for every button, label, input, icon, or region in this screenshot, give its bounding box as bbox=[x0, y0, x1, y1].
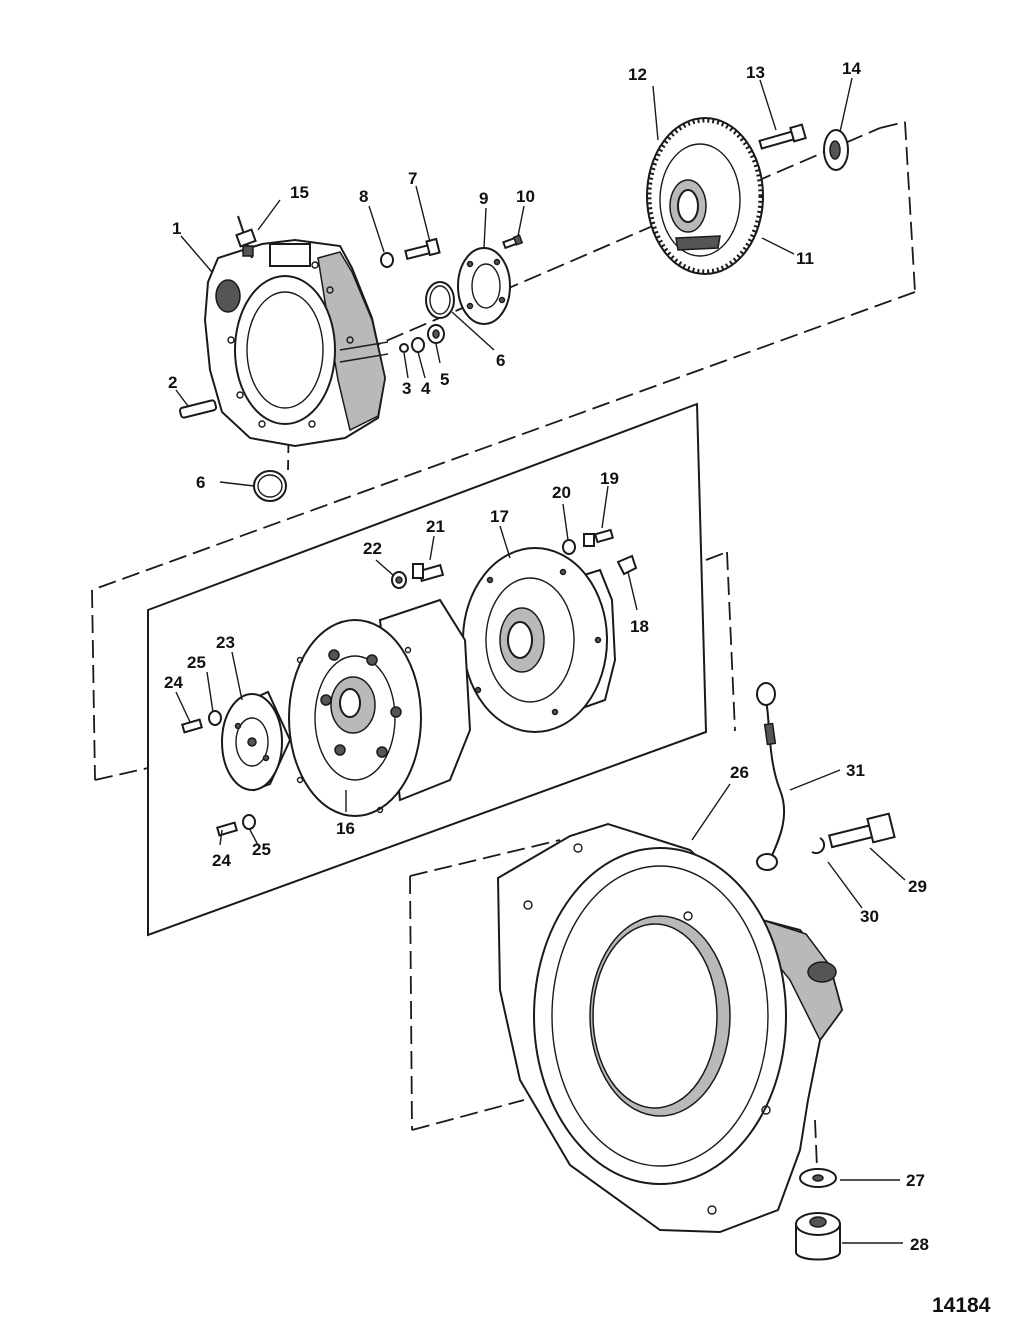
callout-5: 5 bbox=[440, 370, 449, 389]
temperature-sensor bbox=[235, 215, 257, 259]
screw bbox=[502, 234, 524, 250]
bell-housing bbox=[496, 822, 844, 1234]
callout-11: 11 bbox=[796, 249, 814, 268]
washer-nut-stack bbox=[399, 324, 445, 353]
o-ring-lower bbox=[253, 470, 287, 502]
stud bbox=[178, 399, 218, 419]
callout-6-upper: 6 bbox=[496, 351, 505, 370]
coupler-plate bbox=[288, 598, 472, 817]
figure-number: 14184 bbox=[932, 1294, 991, 1317]
callout-3: 3 bbox=[402, 379, 411, 398]
ground-strap bbox=[756, 682, 786, 871]
callout-6-lower: 6 bbox=[196, 473, 205, 492]
callout-25-upper: 25 bbox=[187, 653, 206, 672]
callout-19: 19 bbox=[600, 469, 619, 488]
gasket-panel-outline bbox=[147, 402, 708, 937]
seal-plate bbox=[457, 247, 511, 325]
callout-31: 31 bbox=[846, 761, 865, 780]
callout-13: 13 bbox=[746, 63, 765, 82]
callout-2: 2 bbox=[168, 373, 177, 392]
callout-28: 28 bbox=[910, 1235, 929, 1254]
coupler-fasteners bbox=[181, 528, 638, 837]
rubber-mount bbox=[795, 1212, 841, 1261]
pilot-bearing bbox=[823, 129, 849, 171]
callout-18: 18 bbox=[630, 617, 649, 636]
callout-21: 21 bbox=[426, 517, 445, 536]
flywheel-bolt bbox=[758, 123, 807, 150]
callout-24-upper: 24 bbox=[164, 673, 183, 692]
callout-24-lower: 24 bbox=[212, 851, 231, 870]
callout-9: 9 bbox=[479, 189, 488, 208]
callout-1: 1 bbox=[172, 219, 181, 238]
callout-12: 12 bbox=[628, 65, 647, 84]
callout-17: 17 bbox=[490, 507, 509, 526]
flywheel-housing bbox=[203, 238, 389, 448]
callout-8: 8 bbox=[359, 187, 368, 206]
flywheel bbox=[646, 117, 764, 275]
callout-22: 22 bbox=[363, 539, 382, 558]
callout-4: 4 bbox=[421, 379, 431, 398]
callout-7: 7 bbox=[408, 169, 417, 188]
bolt-and-washer bbox=[380, 237, 441, 268]
callout-16: 16 bbox=[336, 819, 355, 838]
callout-15: 15 bbox=[290, 183, 309, 202]
callout-labels: 1 2 3 4 5 6 6 7 8 9 10 11 12 13 14 15 16… bbox=[164, 59, 929, 1254]
callout-23: 23 bbox=[216, 633, 235, 652]
callout-10: 10 bbox=[516, 187, 535, 206]
coupler-housing bbox=[462, 547, 617, 733]
callout-25-lower: 25 bbox=[252, 840, 271, 859]
callout-20: 20 bbox=[552, 483, 571, 502]
coupler-hub bbox=[221, 690, 292, 792]
callout-29: 29 bbox=[908, 877, 927, 896]
leader-lines bbox=[175, 77, 906, 1244]
strap-bolt bbox=[811, 812, 896, 855]
o-ring-upper bbox=[425, 281, 455, 319]
callout-14: 14 bbox=[842, 59, 861, 78]
callout-27: 27 bbox=[906, 1171, 925, 1190]
explode-axis-lines bbox=[91, 121, 916, 1169]
mount-washer bbox=[799, 1168, 837, 1188]
callout-30: 30 bbox=[860, 907, 879, 926]
callout-26: 26 bbox=[730, 763, 749, 782]
